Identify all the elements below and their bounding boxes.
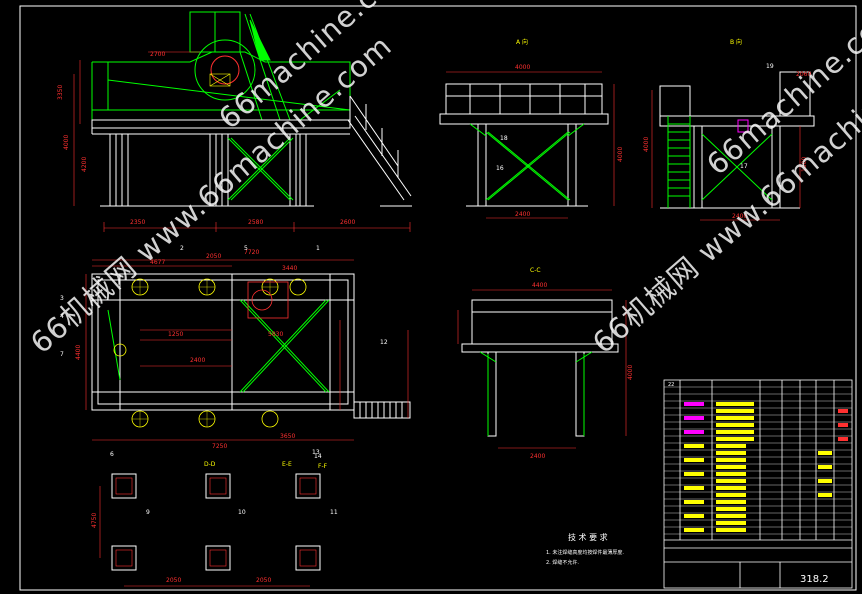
- callout-18: 18: [500, 135, 508, 142]
- dim-cc-1: 4400: [532, 282, 547, 289]
- dim-dd-2: 2050: [166, 577, 181, 584]
- callout-12: 12: [380, 339, 388, 346]
- dim-plan-9: 1250: [168, 331, 183, 338]
- dim-front-3: 2580: [248, 219, 263, 226]
- bom-row-22: 22: [668, 382, 674, 388]
- view-cc-title: C-C: [530, 267, 541, 274]
- tech-req-title: 技 术 要 求: [568, 532, 608, 542]
- dim-cc-2: 4000: [627, 365, 634, 380]
- callout-16: 16: [496, 165, 504, 172]
- callout-1: 1: [316, 245, 320, 252]
- view-dd-title: D-D: [204, 461, 216, 468]
- dim-front-2: 2350: [130, 219, 145, 226]
- callout-9: 9: [146, 509, 150, 516]
- callout-17: 17: [740, 163, 748, 170]
- dim-front-side-2: 4000: [63, 135, 70, 150]
- dim-plan-1: 4677: [150, 259, 165, 266]
- dim-front-4: 2600: [340, 219, 355, 226]
- dim-front-side-3: 4200: [81, 157, 88, 172]
- front-elevation-view: [73, 11, 412, 232]
- dim-plan-4: 3440: [282, 265, 297, 272]
- dim-view-a-3: 4000: [617, 147, 624, 162]
- bom-highlights: [684, 402, 848, 532]
- dim-view-b-3: 1800: [801, 157, 808, 172]
- view-ee-title: E-E: [282, 461, 292, 468]
- tech-req-item-1: 1. 未注焊缝高度均按焊件最薄厚度.: [546, 549, 624, 556]
- dim-view-a-1: 4000: [515, 64, 530, 71]
- dim-plan-8: 4400: [75, 345, 82, 360]
- drawing-frame: [19, 5, 857, 591]
- bom-table: [663, 379, 853, 589]
- view-b-title: B 向: [730, 38, 742, 46]
- view-b: [651, 71, 815, 221]
- section-dd-view: [99, 473, 321, 587]
- tech-req-item-2: 2. 焊缝不允许.: [546, 559, 579, 566]
- dim-plan-2: 7720: [244, 249, 259, 256]
- callout-7: 7: [60, 351, 64, 358]
- section-cc-view: [457, 289, 627, 449]
- view-ff-title: F-F: [318, 463, 328, 470]
- dim-view-b-1: 2060: [796, 71, 811, 78]
- bom-title-number: 318.2: [800, 574, 829, 585]
- callout-3: 3: [60, 295, 64, 302]
- dim-front-1: 2700: [150, 51, 165, 58]
- dim-dd-1: 4750: [91, 513, 98, 528]
- dim-plan-3: 2050: [206, 253, 221, 260]
- dim-front-side-1: 3350: [57, 85, 64, 100]
- callout-2: 2: [180, 245, 184, 252]
- callout-14: 14: [314, 453, 322, 460]
- dim-view-b-2: 2400: [732, 213, 747, 220]
- dim-plan-5: 5830: [268, 331, 283, 338]
- callout-19: 19: [766, 63, 774, 70]
- dim-cc-3: 2400: [530, 453, 545, 460]
- dim-view-b-4: 4000: [643, 137, 650, 152]
- dim-plan-7: 3650: [280, 433, 295, 440]
- callout-5: 5: [244, 245, 248, 252]
- dim-plan-10: 2400: [190, 357, 205, 364]
- dim-dd-3: 2050: [256, 577, 271, 584]
- plan-view: [85, 259, 411, 441]
- view-a-title: A 向: [516, 38, 528, 46]
- callout-4: 4: [60, 313, 64, 320]
- callout-10: 10: [238, 509, 246, 516]
- callout-13: 13: [312, 449, 320, 456]
- bom-row-lines: [664, 386, 852, 535]
- dim-plan-6: 7250: [212, 443, 227, 450]
- dim-view-a-2: 2400: [515, 211, 530, 218]
- callout-11: 11: [330, 509, 338, 516]
- view-a: [439, 71, 615, 219]
- callout-6: 6: [110, 451, 114, 458]
